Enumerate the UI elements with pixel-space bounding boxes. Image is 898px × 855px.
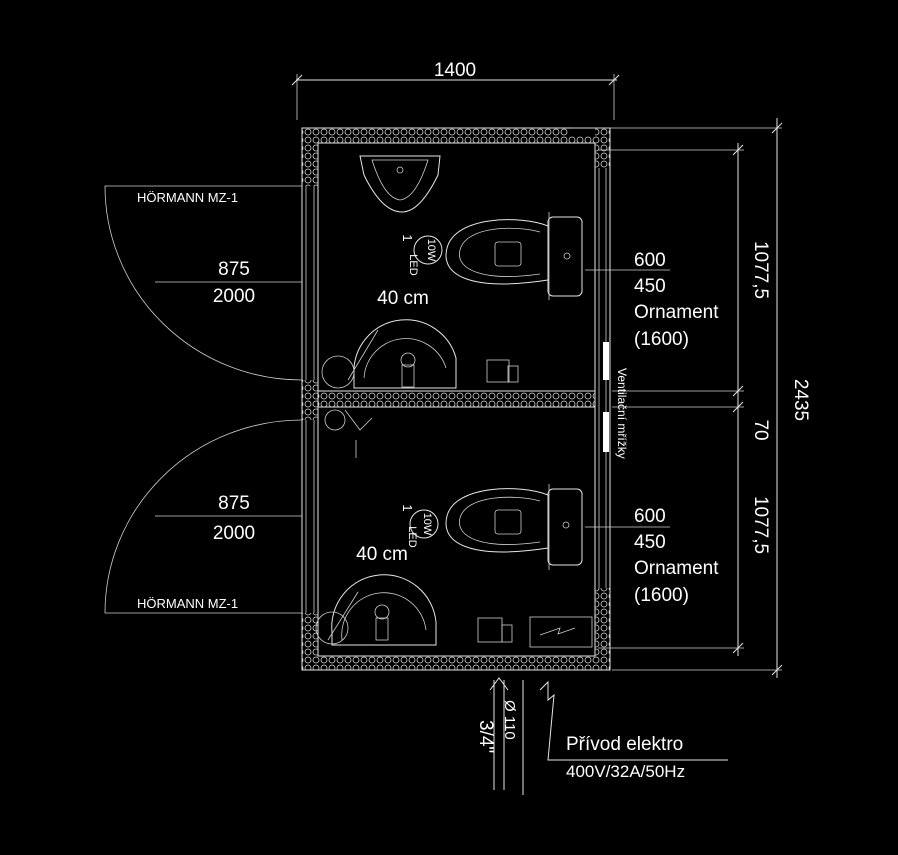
electrical-box-icon bbox=[529, 616, 593, 648]
door-lower-height: 2000 bbox=[213, 523, 255, 544]
ceiling-light-icon bbox=[413, 235, 443, 265]
dimension-width bbox=[291, 74, 620, 120]
dim-total-height-label: 2435 bbox=[790, 379, 811, 421]
door-lower-model: HÖRMANN MZ-1 bbox=[137, 596, 238, 611]
wheelchair-icon bbox=[324, 409, 373, 458]
ceiling-light-icon bbox=[409, 509, 439, 539]
wc-upper-code: (1600) bbox=[634, 329, 689, 350]
dim-width-label: 1400 bbox=[434, 60, 476, 81]
vent-grille-upper bbox=[603, 342, 609, 380]
door-upper-model: HÖRMANN MZ-1 bbox=[137, 190, 238, 205]
wc-upper-dim1: 600 bbox=[634, 250, 666, 271]
light-upper-type: LED bbox=[407, 254, 419, 275]
upper-room bbox=[321, 155, 583, 389]
dim-partition-label: 70 bbox=[750, 419, 771, 440]
wc-lower-code: (1600) bbox=[634, 585, 689, 606]
vent-label: Ventilační mřížky bbox=[615, 368, 629, 459]
arrow-up-icon bbox=[489, 677, 509, 691]
wc-lower-model: Ornament bbox=[634, 558, 719, 579]
door-upper-width: 875 bbox=[218, 259, 250, 280]
door-swing-upper bbox=[104, 185, 303, 381]
lower-room bbox=[315, 409, 593, 648]
sink-icon bbox=[359, 155, 441, 213]
light-lower-count: 1 bbox=[400, 504, 415, 511]
supply-inlet bbox=[489, 677, 728, 795]
pipe-diameter: Ø 110 bbox=[501, 700, 518, 740]
light-lower-power: 10W bbox=[421, 513, 433, 536]
dimension-total-height bbox=[572, 118, 783, 678]
light-upper-count: 1 bbox=[400, 234, 415, 241]
wc-lower-dim1: 600 bbox=[634, 506, 666, 527]
toilet-icon bbox=[445, 484, 583, 570]
wc-upper-model: Ornament bbox=[634, 302, 719, 323]
light-lower-type: LED bbox=[406, 526, 418, 547]
dim-lower-room-label: 1077,5 bbox=[750, 496, 771, 554]
door-swing-lower bbox=[104, 419, 303, 614]
shower-icon bbox=[321, 319, 457, 389]
door-lower-width: 875 bbox=[218, 493, 250, 514]
walls bbox=[301, 127, 611, 671]
bin-icon bbox=[486, 359, 519, 383]
toilet-icon bbox=[445, 212, 583, 300]
vent-grille-lower bbox=[603, 412, 609, 452]
sink-upper-note: 40 cm bbox=[377, 288, 429, 309]
sink-icon bbox=[315, 574, 437, 646]
power-spec: 400V/32A/50Hz bbox=[566, 762, 685, 781]
wc-lower-dim2: 450 bbox=[634, 532, 666, 553]
light-upper-power: 10W bbox=[425, 239, 437, 262]
pipe-size: 3/4" bbox=[475, 720, 496, 753]
dimension-rooms bbox=[598, 143, 744, 656]
sink-lower-note: 40 cm bbox=[356, 544, 408, 565]
bin-icon bbox=[477, 617, 513, 643]
power-lightning-icon bbox=[539, 680, 728, 761]
dim-upper-room-label: 1077,5 bbox=[750, 241, 771, 299]
wc-upper-dim2: 450 bbox=[634, 276, 666, 297]
power-title: Přívod elektro bbox=[566, 734, 683, 755]
door-upper-height: 2000 bbox=[213, 286, 255, 307]
